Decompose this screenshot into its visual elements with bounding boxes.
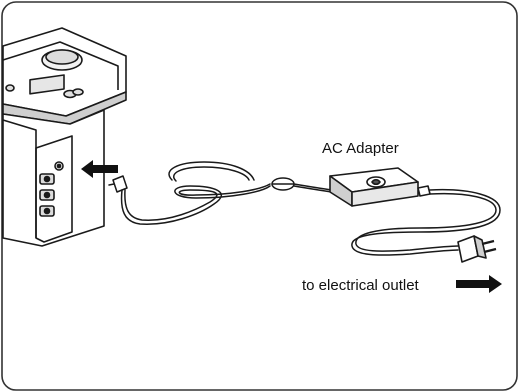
electrical-outlet-label: to electrical outlet — [302, 277, 419, 294]
device-unit — [2, 27, 127, 247]
ac-adapter-brick — [329, 167, 431, 207]
dc-cable — [108, 161, 333, 225]
display-panel — [29, 74, 65, 95]
arrow-right-icon — [456, 275, 502, 293]
ac-plug-icon — [457, 235, 497, 263]
ac-adapter-label: AC Adapter — [322, 140, 399, 157]
dc-plug-icon — [112, 175, 128, 193]
arrow-left-icon — [81, 160, 118, 178]
ac-cable — [351, 188, 501, 256]
